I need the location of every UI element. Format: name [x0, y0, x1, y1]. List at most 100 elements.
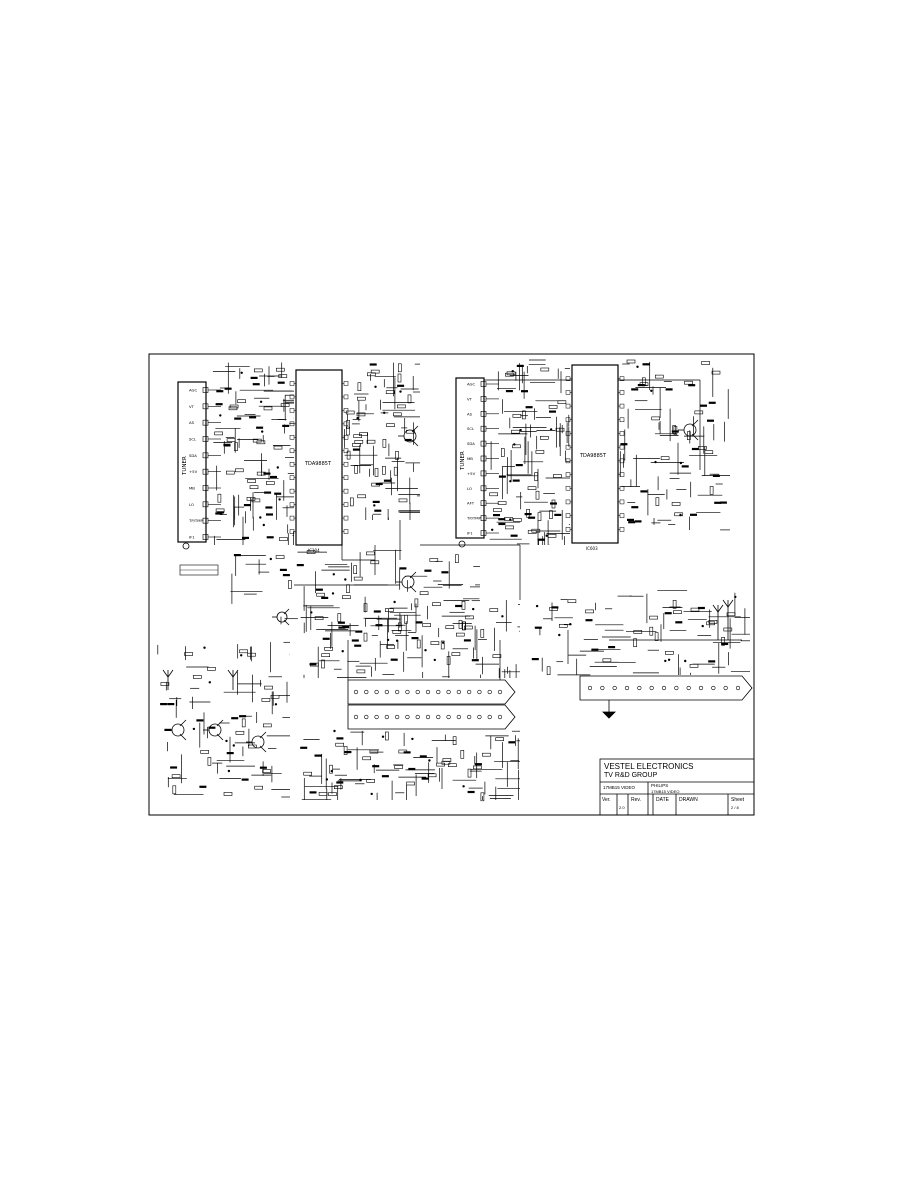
resistor — [511, 429, 520, 434]
resistor-vertical — [384, 731, 389, 741]
left-ic-pin-right — [343, 515, 349, 521]
scart-pin — [711, 685, 716, 691]
junction-dot — [269, 557, 272, 561]
resistor — [345, 410, 355, 415]
left-ic-pin-left — [289, 421, 295, 427]
resistor-vertical — [416, 639, 421, 649]
scart-pin — [674, 685, 679, 691]
right-ic-pin-left — [565, 513, 571, 518]
resistor — [497, 501, 507, 505]
capacitor — [309, 663, 317, 666]
resistor-vertical — [363, 603, 368, 612]
capacitor — [375, 482, 383, 486]
capacitor — [375, 624, 383, 627]
left-ic-pin-left — [289, 381, 295, 386]
right-ic-pin-left — [565, 485, 571, 491]
capacitor — [697, 606, 705, 610]
drawing-border — [148, 353, 755, 816]
scart-pin — [600, 685, 605, 691]
resistor-vertical — [374, 468, 379, 477]
left-ic-pin-right — [343, 529, 349, 534]
capacitor — [354, 644, 362, 647]
resistor — [427, 773, 437, 778]
capacitor — [351, 639, 359, 642]
capacitor — [498, 518, 506, 521]
title-drawing: 17MB15 VIDEO — [603, 785, 636, 790]
junction-dot — [462, 785, 465, 788]
capacitor — [390, 658, 398, 661]
resistor — [505, 525, 514, 530]
left-ic-pin-left — [289, 448, 295, 454]
junction-dot — [259, 516, 262, 519]
resistor — [689, 663, 699, 668]
left-tuner-pin-label: SCL — [189, 437, 197, 442]
resistor — [489, 492, 499, 497]
left-ic-pin-left — [289, 408, 295, 413]
junction-dot — [411, 737, 414, 741]
junction-dot — [331, 592, 335, 595]
resistor — [489, 608, 499, 612]
resistor — [447, 763, 457, 768]
transistor-q1 — [398, 425, 419, 447]
junction-dot — [262, 523, 265, 527]
right-ic-pin-stubs — [565, 376, 625, 532]
capacitor — [585, 619, 593, 622]
junction-dot — [373, 504, 376, 507]
resistor — [335, 742, 345, 747]
right-tuner-pin-label: +5V — [467, 471, 476, 476]
resistor-vertical — [534, 472, 538, 481]
capacitor — [467, 790, 475, 794]
junction-dot — [501, 615, 504, 618]
capacitor — [242, 536, 249, 539]
right-tuner-pin-label: MB — [467, 456, 473, 461]
left-ic-pin-stubs — [289, 381, 349, 534]
right-ic-ref: IC603 — [586, 546, 598, 551]
resistor — [263, 406, 273, 411]
capacitor — [208, 726, 216, 729]
capacitor — [381, 775, 389, 778]
resistor — [436, 762, 445, 767]
capacitor — [712, 474, 720, 477]
capacitor — [628, 521, 636, 524]
capacitor — [215, 403, 223, 406]
junction-dot — [636, 365, 639, 368]
capacitor — [671, 430, 679, 433]
capacitor — [498, 522, 506, 526]
resistor — [654, 374, 664, 379]
resistor — [249, 485, 259, 490]
scart-pin — [661, 685, 667, 691]
capacitor — [277, 381, 285, 384]
resistor — [239, 649, 248, 654]
junction-dot — [684, 659, 687, 663]
junction-dot — [428, 759, 431, 762]
resistor — [275, 555, 285, 559]
resistor-vertical — [522, 410, 526, 420]
right-tuner-pin-label: AGC — [467, 382, 475, 387]
resistor — [553, 474, 562, 478]
scart-pin — [436, 714, 441, 720]
capacitor — [243, 504, 251, 507]
scart-pin — [624, 685, 630, 691]
resistor — [602, 658, 612, 663]
junction-dot — [341, 650, 344, 653]
antenna-symbol-3 — [712, 604, 724, 640]
junction-dot — [679, 461, 683, 465]
resistor-vertical — [354, 464, 358, 474]
resistor — [262, 723, 272, 728]
junction-dot — [545, 534, 548, 537]
junction-dot — [664, 659, 667, 663]
resistor — [665, 650, 674, 655]
resistor-vertical — [461, 600, 466, 610]
resistor — [200, 750, 209, 754]
resistor-vertical — [382, 438, 387, 448]
right-ic-pin-right — [619, 403, 625, 409]
resistor-vertical — [234, 442, 238, 452]
left-ic-pin-right — [343, 475, 349, 480]
capacitor — [554, 513, 562, 516]
capacitor — [342, 626, 350, 629]
resistor — [386, 645, 396, 649]
capacitor — [455, 604, 463, 608]
resistor-vertical — [458, 620, 463, 629]
